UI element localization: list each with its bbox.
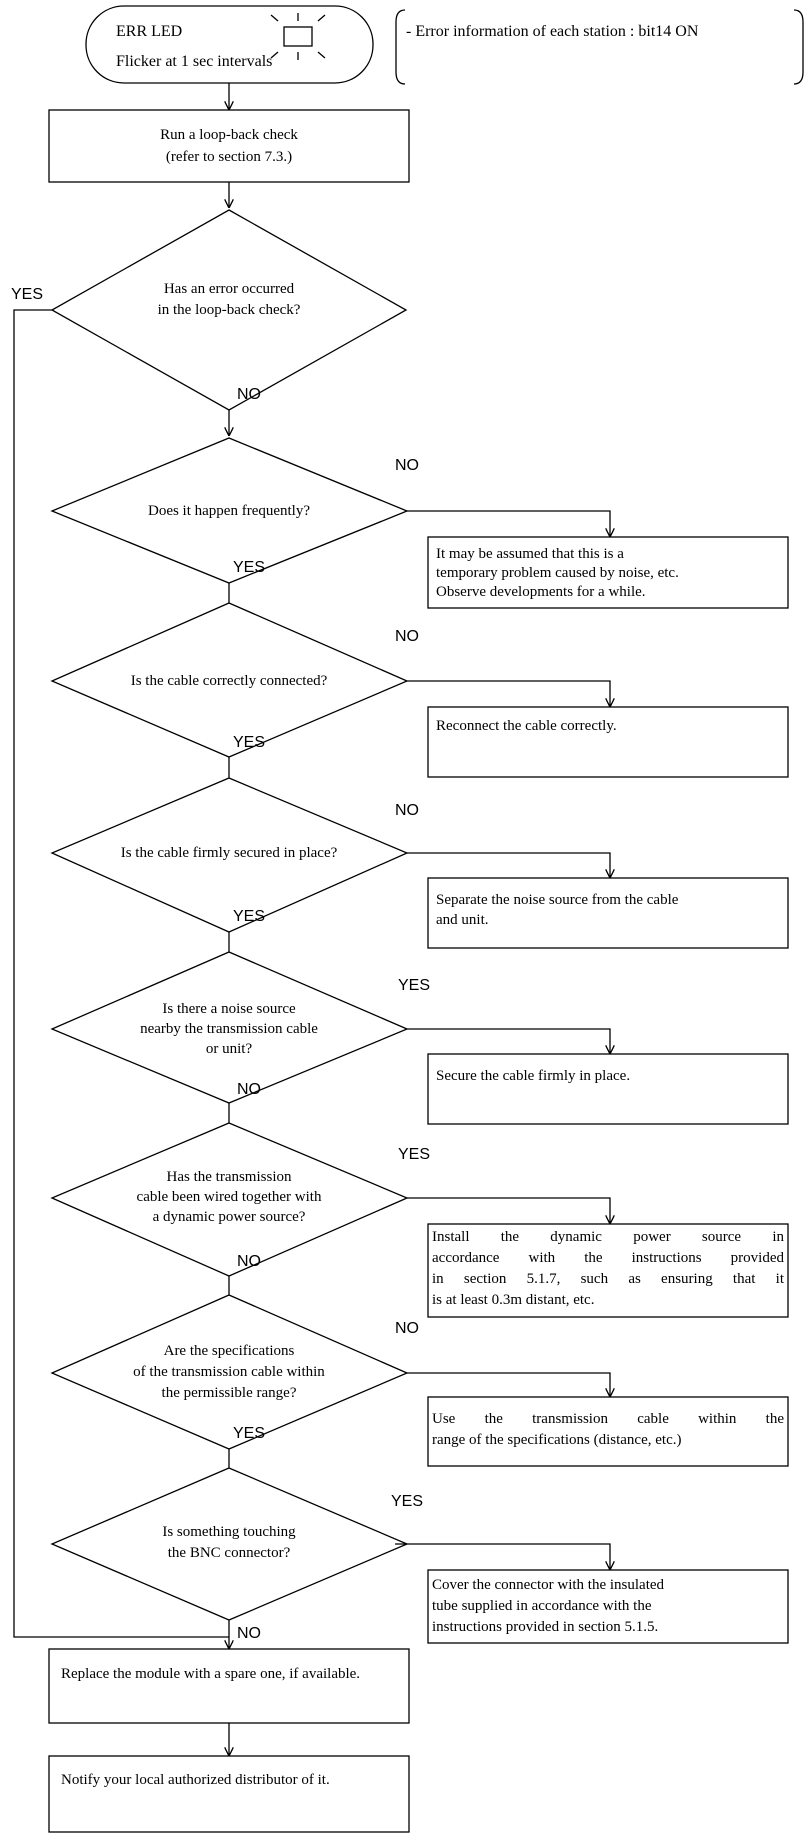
label-d8-no: NO [237,1625,261,1642]
decision-d5-text-3: or unit? [205,1041,253,1057]
note-bracket-left [395,9,406,85]
notify-distributor-text: Notify your local authorized distributor… [61,1772,330,1788]
action-a2-text-3: Observe developments for a while. [436,584,646,600]
action-a7-text-1: Use the transmission cable within the [432,1411,784,1427]
action-a8-text-1: Cover the connector with the insulated [432,1577,665,1593]
label-d1-yes: YES [11,286,44,303]
decision-d1-text-1: Has an error occurred [163,281,295,297]
decision-d7-text-3: the permissible range? [161,1385,297,1401]
action-box-a7 [427,1396,789,1467]
action-a6-text-2: accordance with the instructions provide… [432,1250,784,1266]
action-box-a2 [427,536,789,609]
action-box-a5 [427,1053,789,1125]
loopback-text-1: Run a loop-back check [160,127,298,143]
start-subtitle: Flicker at 1 sec intervals [116,53,273,70]
action-a4-text-1: Separate the noise source from the cable [436,892,679,908]
notify-box [48,1755,410,1833]
label-d7-yes: YES [233,1425,266,1442]
start-terminator [85,5,374,84]
label-d3-yes: YES [233,734,266,751]
action-box-a6 [427,1223,789,1318]
label-d5-yes: YES [398,977,431,994]
decision-d2-text: Does it happen frequently? [147,503,311,519]
label-d6-yes: YES [398,1146,431,1163]
action-box-a3 [427,706,789,778]
label-d5-no: NO [237,1081,261,1098]
decision-d1-text-2: in the loop-back check? [157,302,301,318]
label-d2-yes: YES [233,559,266,576]
decision-d8-text-2: the BNC connector? [167,1545,291,1561]
replace-box [48,1648,410,1724]
decision-d6-text-3: a dynamic power source? [152,1209,306,1225]
action-a2-text-1: It may be assumed that this is a [436,546,624,562]
loopback-box [48,109,410,183]
decision-d4-text: Is the cable firmly secured in place? [120,845,338,861]
label-d1-no: NO [237,386,261,403]
loopback-text-2: (refer to section 7.3.) [165,149,293,165]
label-d4-yes: YES [233,908,266,925]
action-box-a8 [427,1569,789,1644]
action-a6-text-4: is at least 0.3m distant, etc. [432,1292,595,1308]
decision-d5-text-1: Is there a noise source [162,1001,296,1017]
action-a7-text-2: range of the specifications (distance, e… [432,1432,682,1448]
decision-d6-text-2: cable been wired together with [136,1189,322,1205]
action-a4-text-2: and unit. [436,912,489,928]
action-a2-text-2: temporary problem caused by noise, etc. [436,565,679,581]
label-d7-no: NO [395,1320,419,1337]
station-error-note: - Error information of each station : bi… [406,23,699,40]
action-a8-text-2: tube supplied in accordance with the [432,1598,652,1614]
decision-d7-text-2: of the transmission cable within [133,1364,325,1380]
decision-d3-text: Is the cable correctly connected? [130,673,328,689]
action-a6-text-3: in section 5.1.7, such as ensuring that … [432,1271,784,1287]
led-flicker-icon [270,13,326,60]
label-d8-yes: YES [391,1493,424,1510]
decision-d8-text-1: Is something touching [162,1524,296,1540]
replace-module-text: Replace the module with a spare one, if … [61,1666,361,1682]
decision-d5-text-2: nearby the transmission cable [140,1021,318,1037]
start-title: ERR LED [116,23,183,40]
note-bracket-right [793,9,804,85]
action-a3-text: Reconnect the cable correctly. [436,718,617,734]
action-box-a4 [427,877,789,949]
decision-d7-text-1: Are the specifications [163,1343,295,1359]
label-d4-no: NO [395,802,419,819]
action-a6-text-1: Install the dynamic power source in [432,1229,784,1245]
action-a8-text-3: instructions provided in section 5.1.5. [432,1619,659,1635]
label-d2-no: NO [395,457,419,474]
label-d6-no: NO [237,1253,261,1270]
decision-d6-text-1: Has the transmission [166,1169,292,1185]
action-a5-text: Secure the cable firmly in place. [436,1068,631,1084]
label-d3-no: NO [395,628,419,645]
